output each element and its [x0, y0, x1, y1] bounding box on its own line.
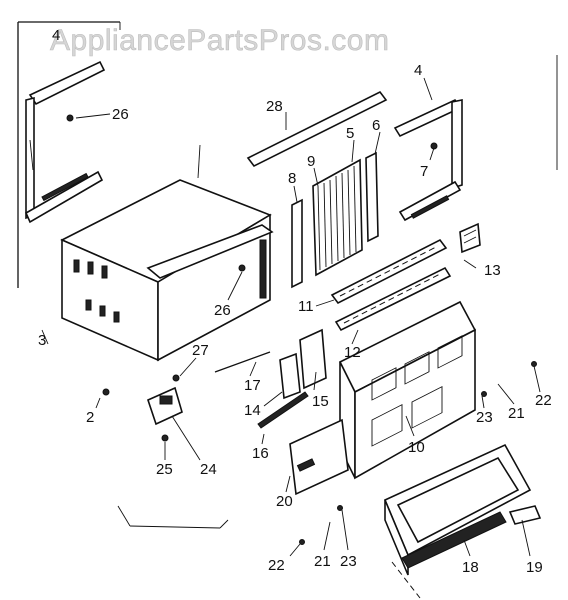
callout-12: 12 [344, 344, 361, 361]
callout-11: 11 [298, 298, 314, 315]
callout-19: 19 [526, 559, 543, 576]
callout-23b: 23 [340, 553, 357, 570]
brace-12 [334, 266, 452, 332]
callout-7: 7 [420, 163, 428, 180]
callout-21a: 21 [508, 405, 525, 422]
lower-grille-20 [289, 418, 349, 496]
left-border [17, 21, 558, 288]
callout-8: 8 [288, 170, 296, 187]
front-grille [383, 443, 532, 576]
screw-2 [102, 388, 110, 396]
callout-24: 24 [200, 461, 217, 478]
top-rail [246, 90, 388, 168]
strip-6 [365, 151, 379, 243]
bracket-24 [147, 386, 183, 426]
callout-28: 28 [266, 98, 283, 115]
cabinet-housing [60, 144, 274, 362]
bracket-13 [459, 222, 481, 254]
callout-14: 14 [244, 402, 261, 419]
screw-22b [299, 539, 305, 545]
callout-21b: 21 [314, 553, 331, 570]
evaporator-coil-5 [312, 158, 363, 277]
callout-22b: 22 [268, 557, 285, 574]
callout-4a: 4 [52, 27, 60, 44]
callout-2: 2 [86, 409, 94, 426]
callout-18: 18 [462, 559, 479, 576]
callout-10: 10 [408, 439, 425, 456]
screw-23a [481, 391, 487, 397]
strip-8 [291, 198, 303, 289]
watermark-text: AppliancePartsPros.com [50, 24, 389, 57]
callout-25: 25 [156, 461, 173, 478]
knob-19 [508, 505, 542, 525]
callout-26a: 26 [112, 106, 129, 123]
callout-6: 6 [372, 117, 380, 134]
callout-15: 15 [312, 393, 329, 410]
callout-20: 20 [276, 493, 293, 510]
callout-4b: 4 [414, 62, 422, 79]
callout-labels: 4 26 28 5 6 4 9 8 7 26 13 11 12 3 27 17 … [38, 27, 552, 576]
callout-27: 27 [192, 342, 209, 359]
callout-17: 17 [244, 377, 261, 394]
callout-5: 5 [346, 125, 354, 142]
screw-23b [337, 505, 343, 511]
screw-25 [161, 434, 169, 442]
callout-23a: 23 [476, 409, 493, 426]
control-plate-15 [299, 328, 327, 390]
brace-11 [330, 238, 448, 305]
rod-16 [257, 391, 309, 429]
callout-3: 3 [38, 332, 46, 349]
callout-26b: 26 [214, 302, 231, 319]
screw-26a [66, 114, 74, 122]
callout-9: 9 [307, 153, 315, 170]
front-bezel [338, 300, 477, 480]
leader-lines [41, 77, 541, 599]
control-plate-14 [279, 352, 301, 400]
side-frame-left [24, 60, 106, 224]
screw-27 [172, 374, 180, 382]
screw-26b [238, 264, 246, 272]
callout-16: 16 [252, 445, 269, 462]
callout-22a: 22 [535, 392, 552, 409]
callout-13: 13 [484, 262, 501, 279]
screw-22a [531, 361, 537, 367]
line-17 [214, 351, 271, 373]
side-frame-right [393, 98, 463, 222]
